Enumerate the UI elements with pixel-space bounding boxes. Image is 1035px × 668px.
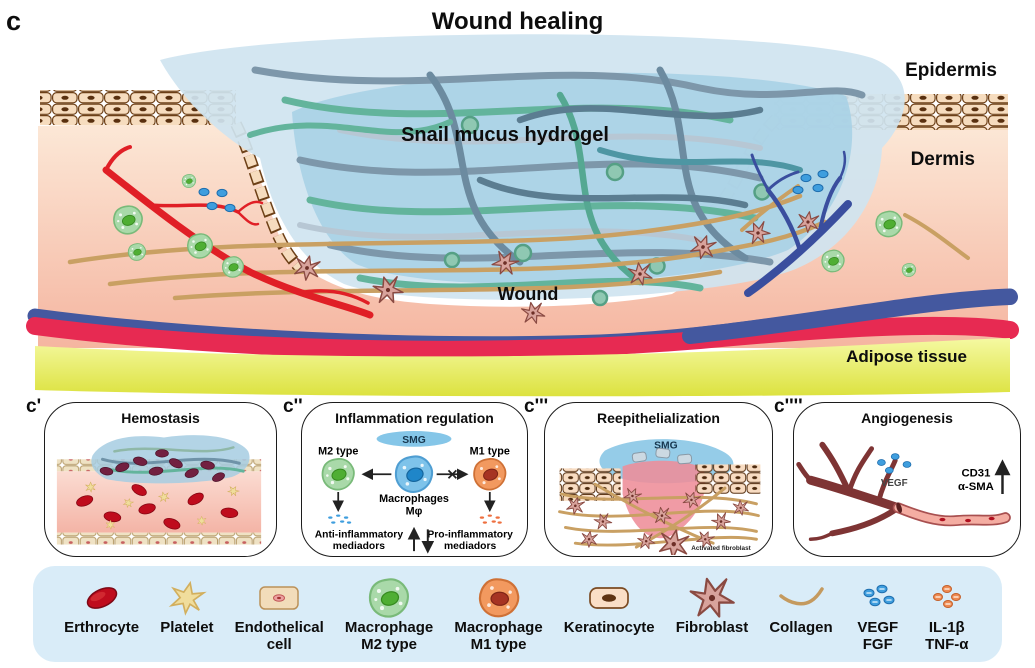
macrophage-m1-icon [474, 576, 523, 620]
polarization-arrows [332, 468, 496, 513]
legend-label: VEGF [857, 619, 899, 636]
cytokines-icon [923, 576, 971, 620]
panel-label-c2: c'' [283, 396, 303, 417]
reepithelialization-illustration: SMG Activated fi [558, 439, 761, 555]
angiogenesis-illustration: VEGF CD31 α-SMA [796, 441, 1011, 541]
hydrogel-label: Snail mucus hydrogel [401, 124, 609, 146]
pro-inflammatory-dots [479, 514, 502, 524]
wound-label: Wound [497, 284, 559, 304]
legend-item-keratinocyte: Keratinocyte [564, 576, 655, 637]
legend-label: IL-1β [928, 619, 965, 636]
legend-label: Platelet [160, 619, 214, 636]
epidermis-label: Epidermis [905, 60, 997, 81]
legend-label: M2 type [361, 635, 417, 653]
adipose-label: Adipose tissue [846, 347, 967, 366]
legend-label: Erthrocyte [64, 619, 140, 636]
wound-healing-scene [26, 34, 1019, 397]
blue-blood-vessel [744, 150, 852, 297]
collagen-icon [775, 576, 827, 620]
panel-inflammation-title: Inflammation regulation [335, 410, 494, 426]
legend-item-fibroblast: Fibroblast [675, 576, 749, 637]
legend-label: Macrophage [454, 619, 543, 636]
panel-reepithelialization: Reepithelialization SMG [544, 402, 773, 557]
activated-fibroblast-caption: Activated fibroblast [691, 545, 751, 552]
hemostasis-illustration [56, 435, 262, 545]
legend-label: FGF [862, 635, 893, 653]
legend-label: M1 type [470, 635, 527, 653]
migrating-cells [631, 447, 693, 465]
m2-type-label: M2 type [318, 446, 358, 458]
figure-panel-letter: c [6, 6, 22, 36]
adipose-band [35, 338, 1010, 397]
panel-inflammation: Inflammation regulation SMG M2 type M1 t… [301, 402, 528, 557]
m1-type-label: M1 type [470, 446, 510, 458]
keratinocyte-block-right [695, 464, 761, 494]
smg-blob [376, 430, 452, 447]
legend-label: Macrophage [344, 619, 434, 636]
mphi-label: Mφ [406, 506, 423, 518]
platelet-icon [163, 576, 211, 620]
macrophage-m2-cell [321, 457, 355, 491]
legend-label: Fibroblast [675, 619, 749, 636]
panel-label-c1: c' [26, 396, 42, 417]
panel-reepithelialization-title: Reepithelialization [597, 410, 720, 426]
erythrocyte-icon [78, 576, 126, 620]
macrophage-m0-cell [394, 455, 434, 494]
anti-inflammatory-dots [328, 514, 352, 524]
panel-angiogenesis: Angiogenesis VEGF CD31 α-SMA [793, 402, 1021, 557]
panel-hemostasis-title: Hemostasis [121, 410, 200, 426]
macrophage-m2-icon [365, 576, 413, 620]
legend-label: Keratinocyte [563, 619, 655, 636]
legend-item-collagen: Collagen [769, 576, 833, 637]
panel-angiogenesis-title: Angiogenesis [861, 410, 953, 426]
dermis-label: Dermis [910, 149, 975, 170]
mature-vessel [796, 441, 903, 541]
legend-label: TNF-α [925, 635, 969, 653]
legend-item-erythrocyte: Erthrocyte [64, 576, 139, 637]
legend-bar: Erthrocyte Platelet Endothelical cell Ma… [33, 566, 1002, 662]
anti-mediators-line1: Anti-inflammatory [315, 529, 404, 540]
legend-item-vegf-fgf: VEGF FGF [854, 576, 902, 654]
vegf-dots [198, 169, 829, 213]
clot-cells [99, 449, 225, 482]
legend-item-platelet: Platelet [160, 576, 214, 637]
legend-item-cytokines: IL-1β TNF-α [923, 576, 971, 654]
inflammation-illustration: SMG M2 type M1 type Macrophages Mφ Anti-… [315, 430, 513, 554]
hydrogel-fibers [247, 66, 866, 292]
panel-hemostasis: Hemostasis [44, 402, 277, 557]
macrophages-label: Macrophages [379, 493, 449, 505]
vegf-fgf-icon [854, 576, 902, 620]
legend-item-endothelial-cell: Endothelical cell [235, 576, 324, 654]
endothelial-cell-icon [253, 576, 305, 620]
smg-label: SMG [654, 441, 678, 452]
cd31-label: CD31 [961, 467, 990, 479]
vessel-junction [896, 502, 903, 513]
legend-label: cell [266, 635, 292, 653]
legend-label: Collagen [769, 619, 833, 636]
mediator-trend-arrows [407, 526, 435, 554]
legend-item-macrophage-m1: Macrophage M1 type [454, 576, 543, 654]
legend-label: Endothelical [234, 619, 324, 636]
erythrocytes [76, 484, 239, 530]
anti-mediators-line2: mediadors [333, 541, 385, 552]
fibroblast-icon [686, 576, 738, 620]
figure-title: Wound healing [431, 8, 604, 35]
endothelial-row-bottom [56, 532, 262, 545]
pro-mediators-line1: Pro-inflammatory [427, 529, 513, 540]
macrophage-m1-cell [473, 457, 507, 491]
legend-item-macrophage-m2: Macrophage M2 type [345, 576, 433, 654]
panel-label-c4: c'''' [774, 396, 803, 417]
new-vessel-erythrocytes [939, 516, 995, 523]
keratinocyte-icon [583, 576, 635, 620]
smg-label: SMG [402, 435, 426, 446]
deep-vessels [26, 288, 1019, 359]
vegf-dots [877, 453, 912, 474]
pro-mediators-line2: mediadors [444, 541, 496, 552]
panel-label-c3: c''' [524, 396, 549, 417]
asma-label: α-SMA [958, 481, 994, 493]
vegf-label: VEGF [881, 478, 908, 489]
